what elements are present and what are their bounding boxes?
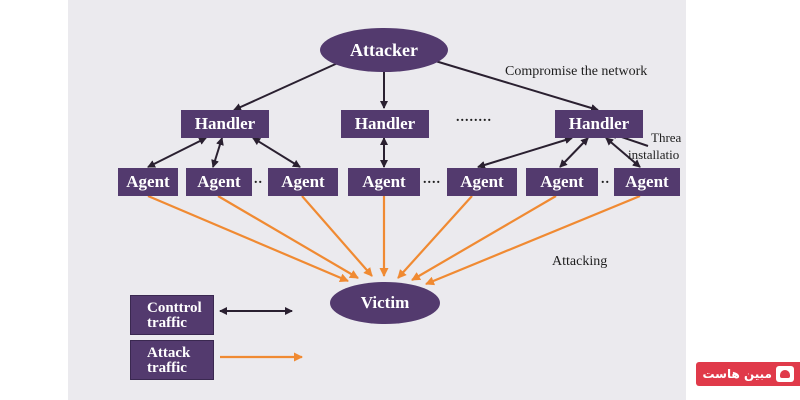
edge-attacker-handler-1 <box>233 61 341 111</box>
edge-handler3-agent6 <box>559 137 589 168</box>
watermark-text: مبین هاست <box>702 367 772 381</box>
legend-attack-traffic: Attack traffic <box>130 340 214 380</box>
watermark-logo-icon <box>776 366 794 382</box>
attack-edge-agent7 <box>425 194 641 286</box>
handler-node-1: Handler <box>181 110 269 138</box>
agent-separator-b: .... <box>423 172 441 187</box>
attack-edge-agent5 <box>397 195 473 279</box>
edge-attacker-handler-3 <box>431 59 599 112</box>
attacking-label: Attacking <box>552 254 608 269</box>
attack-edge-agent2 <box>217 195 359 279</box>
edge-handler3-agent5 <box>477 136 573 169</box>
watermark-badge: مبین هاست <box>696 362 800 386</box>
legend-attack-line1: Attack <box>147 345 191 361</box>
agent-separator-a: .. <box>254 172 263 187</box>
attack-edge-agent6 <box>411 195 557 281</box>
legend-attack-line2: traffic <box>147 360 187 376</box>
threat-label-line1: Threa <box>651 130 682 145</box>
attack-edge-agent3 <box>301 195 373 277</box>
agent-node-4: Agent <box>348 168 420 196</box>
legend-control-line2: traffic <box>147 315 187 331</box>
agent-node-1: Agent <box>118 168 178 196</box>
handler-node-3: Handler <box>555 110 643 138</box>
agent-node-7: Agent <box>614 168 680 196</box>
edge-handler1-agent1 <box>147 137 207 168</box>
attacker-node: Attacker <box>320 28 448 72</box>
edge-handler1-agent3 <box>252 137 301 168</box>
attack-edge-agent1 <box>147 194 349 283</box>
handler-node-2: Handler <box>341 110 429 138</box>
threat-label-line2: installatio <box>628 147 680 162</box>
agent-separator-c: .. <box>601 172 610 187</box>
compromise-label: Compromise the network <box>505 64 648 79</box>
agent-node-2: Agent <box>186 168 252 196</box>
agent-node-5: Agent <box>447 168 517 196</box>
agent-node-6: Agent <box>526 168 598 196</box>
handler-separator: ........ <box>456 110 492 125</box>
legend-control-traffic: Conttrol traffic <box>130 295 214 335</box>
edge-handler1-agent2 <box>211 137 224 168</box>
legend-control-line1: Conttrol <box>147 300 202 316</box>
victim-node: Victim <box>330 282 440 324</box>
edge-handler3-agent7 <box>605 137 641 168</box>
agent-node-3: Agent <box>268 168 338 196</box>
